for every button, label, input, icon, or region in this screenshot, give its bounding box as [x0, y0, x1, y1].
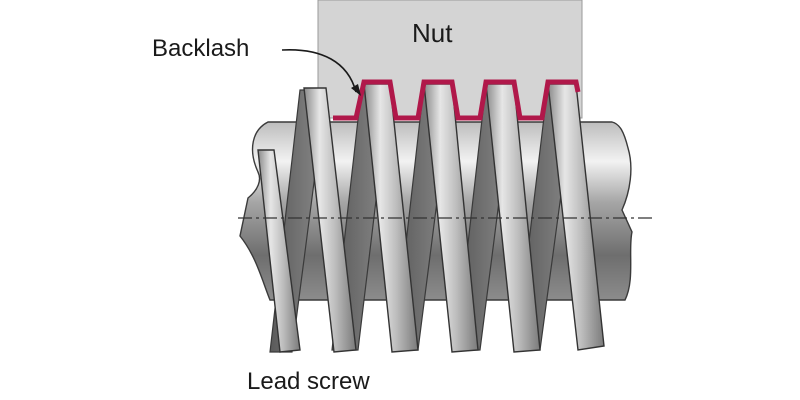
lead-screw-label: Lead screw [247, 368, 370, 395]
thread-1 [303, 87, 357, 353]
backlash-leader [281, 49, 357, 93]
thread-0 [257, 149, 301, 353]
backlash-clearance [333, 79, 581, 121]
nut-label: Nut [412, 18, 453, 48]
backlash-label: Backlash [152, 35, 250, 62]
backlash-arrowhead [351, 84, 361, 96]
